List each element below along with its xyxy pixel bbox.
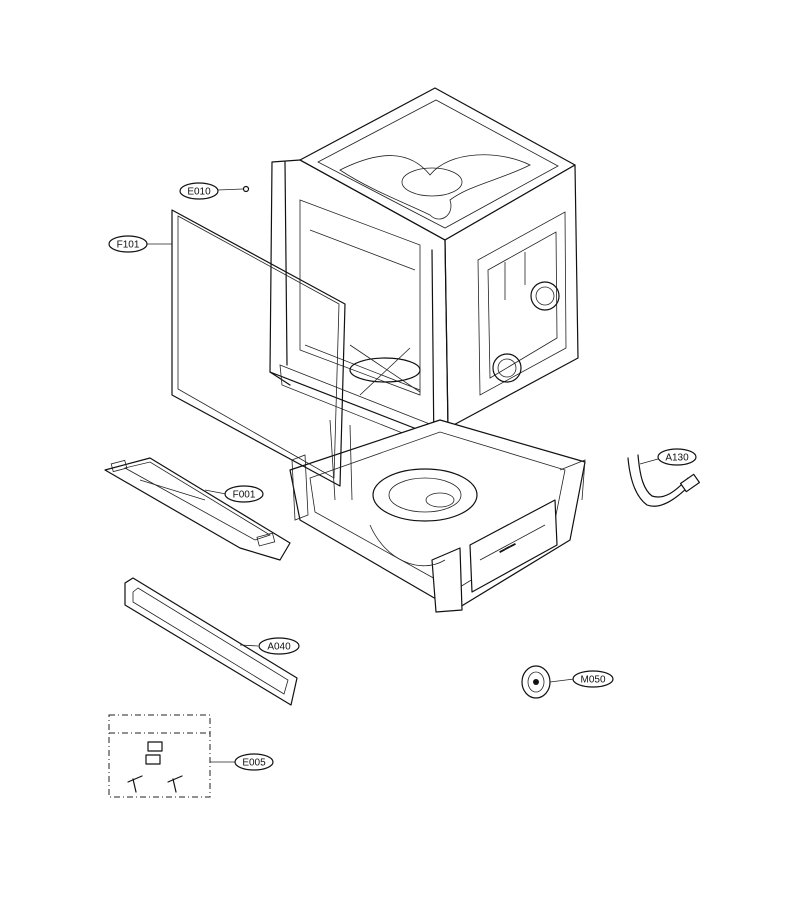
- callout-e010[interactable]: E010: [179, 182, 219, 200]
- callout-f001[interactable]: F001: [224, 485, 264, 503]
- tub-assembly: [269, 87, 579, 456]
- kick-plate-part-a040: [124, 577, 298, 706]
- callout-label-f001: F001: [233, 490, 256, 501]
- callout-e005[interactable]: E005: [234, 753, 274, 771]
- leader-lines: [146, 188, 659, 763]
- callout-label-a130: A130: [665, 453, 689, 464]
- screw-part-e010: [242, 185, 250, 193]
- callout-label-e005: E005: [242, 758, 266, 769]
- drain-hose-part-a130: [627, 454, 701, 507]
- door-gasket-part: [171, 209, 346, 487]
- callout-label-f101: F101: [117, 240, 140, 251]
- callout-a040[interactable]: A040: [258, 637, 300, 655]
- parts-kit-e005: [108, 714, 211, 798]
- callout-label-e010: E010: [187, 187, 211, 198]
- base-assembly: ▬▬▬: [289, 419, 586, 613]
- callout-label-a040: A040: [267, 642, 291, 653]
- rail-part-f001: [104, 457, 291, 561]
- callout-f101[interactable]: F101: [108, 235, 148, 253]
- motor-part-m050: [521, 665, 551, 699]
- callout-m050[interactable]: M050: [572, 670, 614, 688]
- callout-label-m050: M050: [580, 675, 605, 686]
- callout-a130[interactable]: A130: [657, 448, 697, 466]
